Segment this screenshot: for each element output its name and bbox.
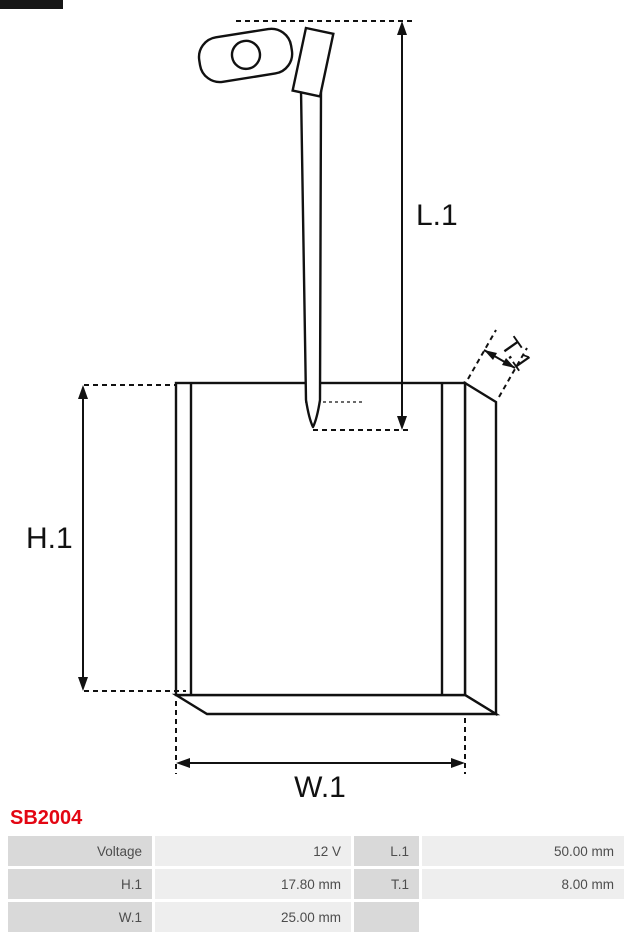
spec-l1-value: 50.00 mm xyxy=(422,836,624,866)
technical-diagram: L.1 H.1 W.1 T.1 xyxy=(26,20,537,804)
spec-w1-label: W.1 xyxy=(8,902,152,932)
brush-body xyxy=(171,380,501,717)
dimension-w1 xyxy=(175,701,466,774)
product-code: SB2004 xyxy=(10,807,83,829)
terminal-hole xyxy=(230,39,262,71)
spec-t1-label: T.1 xyxy=(354,869,419,899)
dim-label-w1: W.1 xyxy=(294,771,346,804)
spec-voltage-label: Voltage xyxy=(8,836,152,866)
spec-table: Voltage 12 V L.1 50.00 mm H.1 17.80 mm T… xyxy=(8,836,624,932)
dim-label-h1: H.1 xyxy=(26,522,73,555)
spec-l1-label: L.1 xyxy=(354,836,419,866)
top-left-logo-fragment xyxy=(0,0,63,9)
spec-h1-label: H.1 xyxy=(8,869,152,899)
spec-empty-value-cell xyxy=(422,902,624,932)
spec-empty-label-cell xyxy=(354,902,419,932)
spec-t1-value: 8.00 mm xyxy=(422,869,624,899)
spec-w1-value: 25.00 mm xyxy=(155,902,351,932)
spec-voltage-value: 12 V xyxy=(155,836,351,866)
brush-side-face xyxy=(463,380,498,717)
dim-label-t1: T.1 xyxy=(495,332,537,375)
terminal-plate xyxy=(197,27,294,84)
dimension-l1 xyxy=(236,20,412,431)
brush-front-face xyxy=(174,381,467,697)
lead-wire xyxy=(299,88,323,429)
dimension-t1 xyxy=(467,329,528,398)
diagram-area: L.1 H.1 W.1 T.1 xyxy=(26,20,537,804)
dimension-h1 xyxy=(78,384,186,692)
spec-h1-value: 17.80 mm xyxy=(155,869,351,899)
dim-label-l1: L.1 xyxy=(416,199,458,232)
brush-bottom-face xyxy=(171,693,501,716)
terminal-tab xyxy=(291,26,335,98)
